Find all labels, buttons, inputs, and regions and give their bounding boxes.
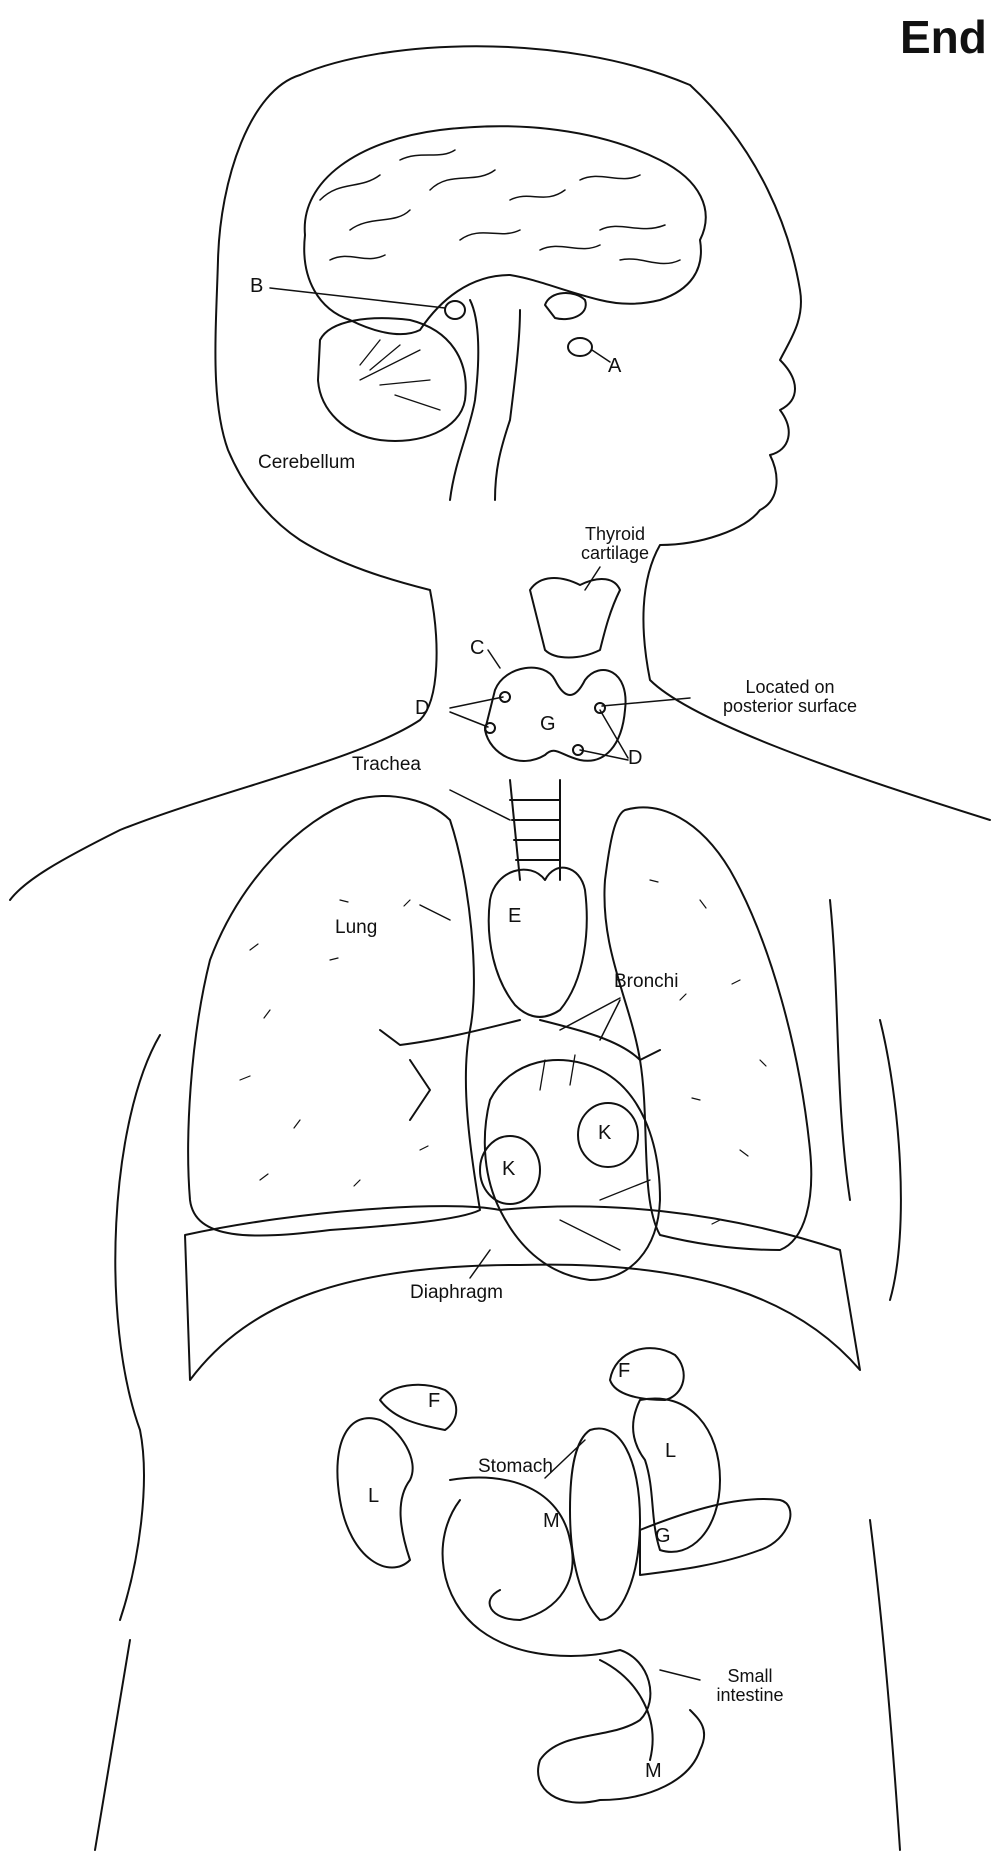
- stomach: [570, 1428, 640, 1620]
- marker-g-thyroid: G: [540, 713, 556, 736]
- body-outline-left: [10, 75, 437, 900]
- label-located-line2: posterior surface: [690, 697, 890, 716]
- marker-f-right: F: [618, 1360, 630, 1383]
- label-small-intestine: Small intestine: [690, 1667, 810, 1705]
- leader-diaphragm: [470, 1250, 490, 1278]
- diaphragm: [185, 1206, 860, 1380]
- leader-bronchi-2: [600, 1000, 620, 1040]
- marker-g-pancreas: G: [655, 1525, 671, 1548]
- thymus: [489, 868, 587, 1017]
- marker-m-lower: M: [645, 1760, 662, 1783]
- right-waist-line: [870, 1520, 900, 1850]
- label-thyroid-cartilage-line2: cartilage: [545, 544, 685, 563]
- right-lung: [604, 808, 811, 1251]
- label-thyroid-cartilage-line1: Thyroid: [545, 525, 685, 544]
- marker-f-left: F: [428, 1390, 440, 1413]
- kidney-right: [633, 1398, 720, 1551]
- leader-b: [270, 288, 445, 308]
- marker-b: B: [250, 275, 263, 298]
- leader-bronchi-1: [560, 998, 620, 1030]
- cerebellum-shape: [318, 318, 466, 441]
- pineal-gland: [445, 301, 465, 319]
- brain-outline: [304, 126, 705, 334]
- marker-k-left: K: [502, 1158, 515, 1181]
- marker-l-right: L: [665, 1440, 676, 1463]
- left-waist-line: [95, 1640, 130, 1850]
- leader-located: [602, 698, 690, 706]
- adrenal-left: [380, 1385, 456, 1430]
- label-small-intestine-line2: intestine: [690, 1686, 810, 1705]
- label-located-line1: Located on: [690, 678, 890, 697]
- label-cerebellum: Cerebellum: [258, 453, 355, 473]
- left-arm-line: [115, 1035, 160, 1620]
- leader-c: [488, 650, 500, 668]
- label-trachea: Trachea: [352, 755, 421, 775]
- left-lung: [188, 796, 480, 1235]
- brain-folds: [320, 150, 680, 264]
- label-located-posterior: Located on posterior surface: [690, 678, 890, 716]
- leader-d1b: [450, 712, 488, 727]
- trachea: [510, 780, 560, 880]
- marker-d-left: D: [415, 697, 429, 720]
- marker-k-right: K: [598, 1122, 611, 1145]
- marker-e: E: [508, 905, 521, 928]
- parathyroid-3: [595, 703, 605, 713]
- label-lung: Lung: [335, 918, 377, 938]
- hypothalamus: [545, 293, 586, 319]
- marker-c: C: [470, 637, 484, 660]
- brainstem: [450, 300, 520, 500]
- leader-trachea: [450, 790, 510, 820]
- cerebellum-arbor: [360, 340, 440, 410]
- marker-d-right: D: [628, 747, 642, 770]
- page-title: End: [900, 10, 987, 64]
- marker-m-upper: M: [543, 1510, 560, 1533]
- label-bronchi: Bronchi: [614, 972, 678, 992]
- label-thyroid-cartilage: Thyroid cartilage: [545, 525, 685, 563]
- right-side-line: [830, 900, 850, 1200]
- marker-a: A: [608, 355, 621, 378]
- leader-d1a: [450, 697, 503, 708]
- marker-l-left: L: [368, 1485, 379, 1508]
- label-small-intestine-line1: Small: [690, 1667, 810, 1686]
- thyroid-cartilage: [530, 578, 620, 657]
- label-diaphragm: Diaphragm: [410, 1283, 503, 1303]
- right-arm-line: [880, 1020, 901, 1300]
- leader-lung: [420, 905, 450, 920]
- label-stomach: Stomach: [478, 1457, 553, 1477]
- pituitary-gland: [568, 338, 592, 356]
- leader-d2b: [580, 750, 628, 760]
